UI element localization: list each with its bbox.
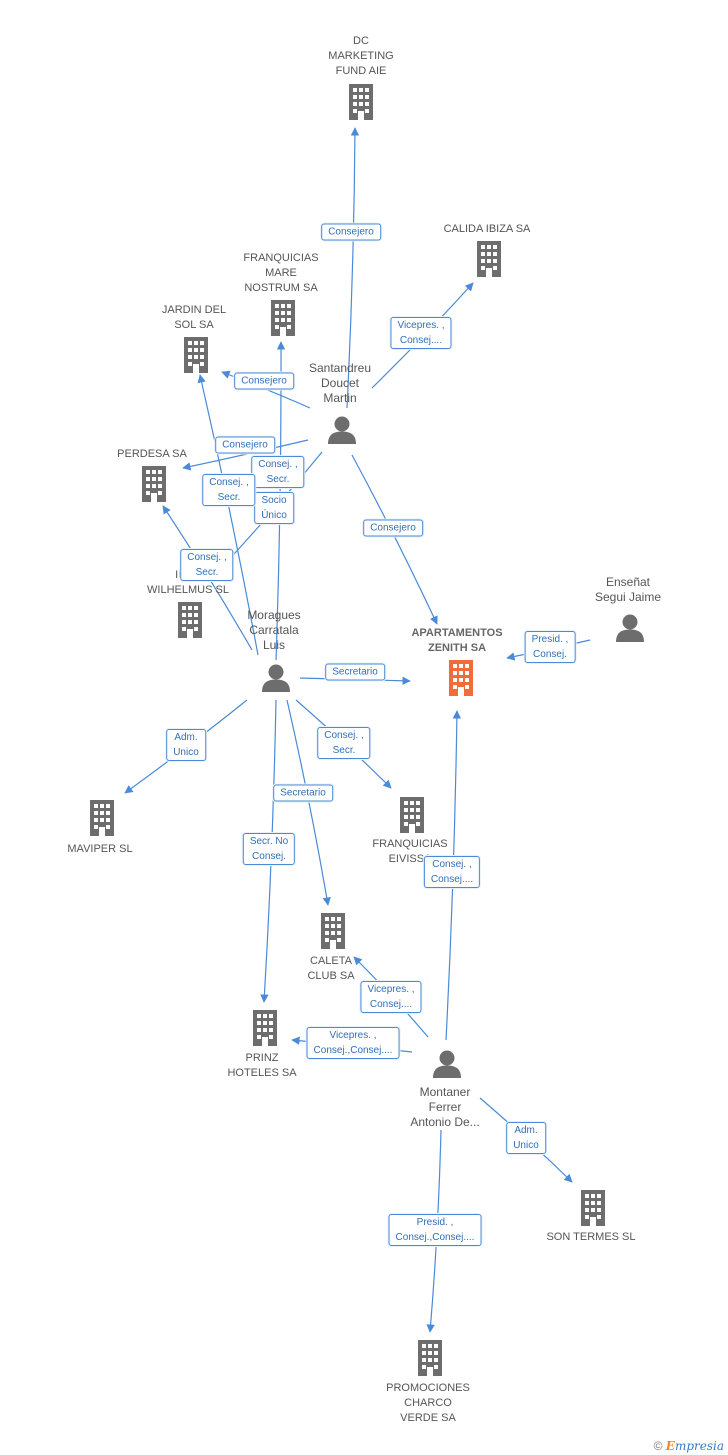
edge-label-moragues-to-apartamentos_zenith[interactable]: Secretario [325, 663, 385, 681]
edge-label-moragues-to-perdesa[interactable]: Consej. , Secr. [180, 549, 234, 581]
edge-label-montaner-to-prinz_hoteles[interactable]: Vicepres. , Consej.,Consej.... [306, 1027, 400, 1059]
edge-label-moragues-to-maviper[interactable]: Adm. Unico [166, 729, 206, 761]
edge-santandreu-to-perdesa [182, 439, 309, 471]
building-icon[interactable] [477, 241, 501, 277]
brand-logo-initial: E [665, 1439, 675, 1453]
edge-label-moragues-to-jardin_del_sol[interactable]: Consej. , Secr. [202, 474, 256, 506]
node-label-dc_marketing[interactable]: DC MARKETING FUND AIE [328, 35, 394, 77]
edge-santandreu-to-apartamentos_zenith [351, 454, 438, 625]
edge-santandreu-to-dc_marketing [346, 127, 360, 409]
edge-label-santandreu-to-dc_marketing[interactable]: Consejero [321, 223, 381, 241]
edge-label-montaner-to-caleta_club[interactable]: Vicepres. , Consej.... [360, 981, 422, 1013]
node-label-maviper[interactable]: MAVIPER SL [67, 843, 133, 855]
building-icon[interactable] [581, 1190, 605, 1226]
edge-label-santandreu-to-apartamentos_zenith[interactable]: Consejero [363, 519, 423, 537]
node-label-apartamentos_zenith[interactable]: APARTAMENTOS ZENITH SA [411, 627, 503, 654]
node-label-moragues[interactable]: Moragues Carratala Luis [247, 608, 301, 652]
node-label-caleta_club[interactable]: CALETA CLUB SA [307, 955, 355, 982]
person-icon[interactable] [328, 416, 356, 445]
building-icon[interactable] [184, 337, 208, 373]
brand-logo-text: mpresia [674, 1439, 724, 1453]
edge-label-moragues-to-prinz_hoteles[interactable]: Secr. No Consej. [242, 833, 296, 865]
edge-moragues-to-caleta_club [286, 699, 331, 906]
node-label-franquicias_mare[interactable]: FRANQUICIAS MARE NOSTRUM SA [243, 252, 319, 294]
edge-label-santandreu-to-wilhelmus[interactable]: Socio Único [254, 492, 294, 524]
copyright-symbol: © [653, 1439, 663, 1453]
building-icon[interactable] [449, 660, 473, 696]
person-icon[interactable] [262, 664, 290, 693]
edge-label-moragues-to-franquicias_mare[interactable]: Consej. , Secr. [251, 456, 305, 488]
node-label-perdesa[interactable]: PERDESA SA [117, 448, 187, 460]
building-icon[interactable] [418, 1340, 442, 1376]
edge-label-ensenat-to-apartamentos_zenith[interactable]: Presid. , Consej. [524, 631, 576, 663]
edge-moragues-to-jardin_del_sol [197, 374, 259, 656]
building-icon[interactable] [90, 800, 114, 836]
building-icon[interactable] [349, 84, 373, 120]
building-icon[interactable] [400, 797, 424, 833]
person-icon[interactable] [433, 1050, 461, 1079]
edge-label-santandreu-to-perdesa[interactable]: Consejero [215, 436, 275, 454]
node-label-prinz_hoteles[interactable]: PRINZ HOTELES SA [227, 1052, 297, 1079]
node-label-franquicias_eivissa[interactable]: FRANQUICIAS EIVISSA [372, 838, 448, 865]
building-icon[interactable] [178, 602, 202, 638]
edge-label-montaner-to-son_termes[interactable]: Adm. Unico [506, 1122, 546, 1154]
edge-label-moragues-to-caleta_club[interactable]: Secretario [273, 784, 333, 802]
node-label-montaner[interactable]: Montaner Ferrer Antonio De... [410, 1085, 480, 1129]
node-label-son_termes[interactable]: SON TERMES SL [546, 1231, 636, 1243]
footer: © Empresia [654, 1439, 724, 1453]
node-label-promociones_charco[interactable]: PROMOCIONES CHARCO VERDE SA [386, 1382, 470, 1424]
node-label-santandreu[interactable]: Santandreu Doucet Martin [308, 361, 372, 405]
building-icon[interactable] [253, 1010, 277, 1046]
edge-label-montaner-to-apartamentos_zenith[interactable]: Consej. , Consej.... [423, 856, 481, 888]
person-icon[interactable] [616, 614, 644, 643]
edge-label-santandreu-to-jardin_del_sol[interactable]: Consejero [234, 372, 294, 390]
edge-label-montaner-to-promociones_charco[interactable]: Presid. , Consej.,Consej.... [388, 1214, 482, 1246]
edge-label-santandreu-to-calida_ibiza[interactable]: Vicepres. , Consej.... [390, 317, 452, 349]
node-label-jardin_del_sol[interactable]: JARDIN DEL SOL SA [161, 304, 227, 331]
building-icon[interactable] [271, 300, 295, 336]
edge-santandreu-to-jardin_del_sol [221, 370, 311, 409]
building-icon[interactable] [142, 466, 166, 502]
building-icon[interactable] [321, 913, 345, 949]
node-label-calida_ibiza[interactable]: CALIDA IBIZA SA [443, 223, 531, 235]
edge-label-moragues-to-franquicias_eivissa[interactable]: Consej. , Secr. [317, 727, 371, 759]
node-label-ensenat[interactable]: Enseñat Segui Jaime [594, 575, 662, 604]
